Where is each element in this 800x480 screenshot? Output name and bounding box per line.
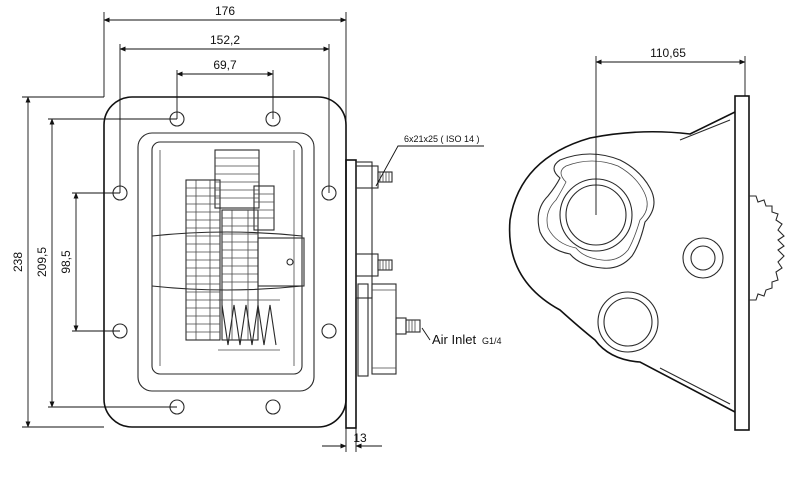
air-cylinder xyxy=(371,283,397,375)
flange-pocket xyxy=(137,132,315,392)
output-shaft xyxy=(257,237,305,287)
dim-bolt-span-height: 209,5 xyxy=(35,247,49,277)
dim-overall-height: 238 xyxy=(11,252,25,272)
dim-overall-width: 176 xyxy=(215,4,235,18)
gear-stack xyxy=(185,149,275,341)
shift-spring xyxy=(221,304,277,346)
dim-bolt-span-width: 152,2 xyxy=(210,33,240,47)
dim-inner-bolt-height: 98,5 xyxy=(59,250,73,274)
air-inlet-label: Air Inlet xyxy=(432,332,476,347)
dim-inner-bolt-width: 69,7 xyxy=(213,58,237,72)
mounting-stud-upper xyxy=(355,165,393,189)
boss xyxy=(682,237,724,279)
dimension-labels: 176 152,2 69,7 238 209,5 98,5 13 110,65 … xyxy=(11,4,686,445)
air-inlet-thread-label: G1/4 xyxy=(482,336,502,346)
flange-plate xyxy=(103,96,347,428)
side-profile xyxy=(345,159,421,429)
lower-bore xyxy=(597,291,659,353)
side-body-outline xyxy=(508,111,736,413)
stud-spec-label: 6x21x25 ( ISO 14 ) xyxy=(404,134,480,144)
front-view xyxy=(103,96,347,428)
gearbox-housing xyxy=(151,141,303,375)
dim-side-offset: 110,65 xyxy=(650,46,686,60)
side-flange-plate xyxy=(734,95,750,431)
air-inlet-fitting xyxy=(395,317,421,335)
output-gear xyxy=(749,195,785,301)
dimensions xyxy=(22,12,746,452)
mounting-stud-lower xyxy=(355,253,393,277)
dim-flange-thickness: 13 xyxy=(353,431,367,445)
side-view xyxy=(508,95,785,431)
cam-lobe xyxy=(537,153,655,269)
